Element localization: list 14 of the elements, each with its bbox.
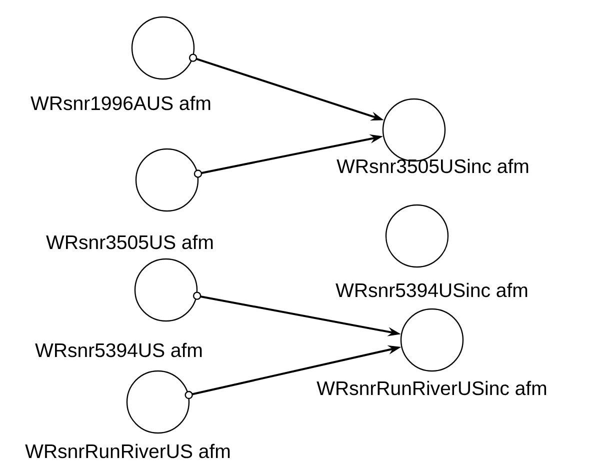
node-label: WRsnrRunRiverUS afm — [25, 444, 230, 458]
circle-node: WRsnr1996AUS afm — [30, 16, 210, 110]
circle-node: WRsnr5394USinc afm — [336, 204, 528, 298]
node-label: WRsnr5394US afm — [35, 342, 202, 358]
circle-node: WRsnrRunRiverUS afm — [25, 370, 230, 458]
node-label: WRsnr1996AUS afm — [30, 96, 210, 110]
circle-node: WRsnrRunRiverUSinc afm — [316, 308, 546, 396]
circle-node: WRsnr5394US afm — [35, 258, 202, 358]
node-label: WRsnr5394USinc afm — [336, 282, 528, 298]
node-label: WRsnr3505US afm — [46, 234, 213, 250]
node-label: WRsnr3505USinc afm — [336, 158, 528, 174]
circle-node: WRsnr3505USinc afm — [336, 98, 528, 174]
circle-node: WRsnr3505US afm — [46, 148, 213, 250]
node-label: WRsnrRunRiverUSinc afm — [316, 380, 546, 396]
